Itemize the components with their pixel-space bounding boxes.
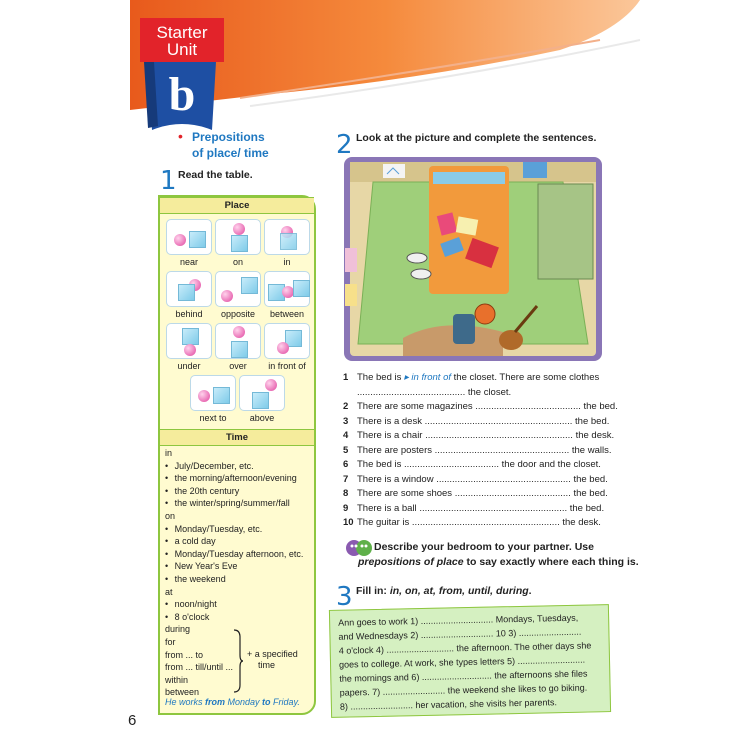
- section1-number: 1: [160, 166, 177, 196]
- time-line: • a cold day: [165, 536, 216, 547]
- time-line: • noon/night: [165, 599, 217, 610]
- time-line: • the 20th century: [165, 485, 240, 496]
- sentence-text: There is a window ......................…: [357, 473, 608, 485]
- time-example: He works from Monday to Friday.: [165, 697, 300, 707]
- sentence-number: 4: [343, 430, 349, 441]
- unit-letter: b: [168, 68, 196, 121]
- time-line: from ... till/until ...: [165, 662, 234, 673]
- sentence-text: There is a chair .......................…: [357, 430, 615, 441]
- section1-instruction: Read the table.: [178, 169, 253, 181]
- time-line: from ... to: [165, 649, 204, 660]
- sentence-text: There are posters ......................…: [357, 444, 612, 456]
- sentence-text: The guitar is ..........................…: [357, 517, 601, 528]
- topic-line2: of place/ time: [192, 146, 269, 160]
- place-image-over: [215, 323, 261, 359]
- sentence-text: There is a ball ........................…: [357, 502, 605, 514]
- place-image-in: [264, 219, 310, 255]
- sentence-number: 3: [343, 415, 349, 427]
- section2-instruction: Look at the picture and complete the sen…: [356, 132, 597, 144]
- sentence-number: 10: [343, 517, 354, 528]
- sentence-number: 8: [343, 488, 349, 499]
- unit-label-line2: Unit: [166, 40, 198, 59]
- bedroom-picture: [344, 157, 602, 361]
- unit-badge: Starter Unit b: [140, 18, 224, 130]
- topic-line1: Prepositions: [192, 130, 265, 144]
- section3-instruction: Fill in: in, on, at, from, until, during…: [356, 585, 532, 597]
- time-line: • July/December, etc.: [165, 460, 254, 471]
- place-label-under: under: [177, 361, 201, 371]
- unit-label-line1: Starter: [156, 23, 208, 42]
- place-image-above: [239, 375, 285, 411]
- time-line: • the morning/afternoon/evening: [165, 473, 297, 484]
- place-image-on: [215, 219, 261, 255]
- place-label-opposite: opposite: [220, 309, 256, 319]
- time-line: • the winter/spring/summer/fall: [165, 498, 290, 509]
- place-label-next-to: next to: [199, 413, 227, 423]
- time-line: in: [165, 448, 173, 458]
- place-label-in: in: [283, 257, 291, 267]
- place-label-near: near: [179, 257, 198, 267]
- time-line: on: [165, 511, 176, 521]
- fill-in-box: Ann goes to work 1) ....................…: [328, 604, 612, 718]
- specified-note-line1: + a specified: [247, 649, 298, 659]
- fill-in-line: 8) ......................... her vacatio…: [339, 697, 558, 712]
- time-line: during: [165, 624, 191, 635]
- specified-note-line2: time: [258, 660, 276, 670]
- sentence-text: The bed is ▸ in front of the closet. The…: [357, 372, 600, 383]
- place-label-in-front-of: in front of: [268, 361, 306, 371]
- time-line: • Monday/Tuesday, etc.: [165, 523, 263, 534]
- header-swoosh: [130, 0, 641, 110]
- place-image-between: [264, 271, 310, 307]
- time-line: • the weekend: [165, 574, 226, 584]
- speaking-line2: prepositions of place to say exactly whe…: [358, 556, 639, 568]
- time-line: within: [165, 674, 189, 685]
- sentence-number: 9: [343, 502, 349, 514]
- place-label-on: on: [232, 257, 243, 267]
- section2-number: 2: [336, 130, 353, 160]
- sentence-text: There is a desk ........................…: [357, 415, 610, 427]
- time-line: at: [165, 586, 173, 597]
- place-label-above: above: [249, 413, 275, 423]
- page-number: 6: [128, 712, 137, 729]
- place-label-over: over: [229, 361, 247, 371]
- section3-number: 3: [336, 582, 353, 612]
- place-label-behind: behind: [175, 309, 203, 319]
- sentence-number: 5: [343, 444, 349, 456]
- time-line: between: [165, 687, 200, 698]
- brace-icon: [233, 629, 244, 693]
- prepositions-table: Place near on in behind opposite between…: [158, 195, 316, 715]
- sentence-text: There are some magazines ...............…: [357, 401, 618, 412]
- time-line: • 8 o'clock: [165, 611, 210, 622]
- time-line: • New Year's Eve: [165, 561, 238, 572]
- place-image-in-front-of: [264, 323, 310, 359]
- speaking-line1: Describe your bedroom to your partner. U…: [374, 541, 594, 553]
- place-image-under: [166, 323, 212, 359]
- place-image-next-to: [190, 375, 236, 411]
- sentence-number: 7: [343, 473, 349, 485]
- topic-bullet: •: [178, 128, 183, 144]
- time-header: Time: [160, 429, 314, 446]
- place-image-behind: [166, 271, 212, 307]
- sentence-number: 1: [343, 372, 349, 383]
- time-line: • Monday/Tuesday afternoon, etc.: [165, 548, 304, 559]
- time-line: for: [165, 637, 176, 647]
- sentence-text: The bed is .............................…: [357, 459, 601, 470]
- place-label-between: between: [269, 309, 305, 319]
- place-image-near: [166, 219, 212, 255]
- sentence-text: ........................................…: [357, 386, 512, 398]
- sentence-number: 2: [343, 401, 349, 412]
- speaking-pair-icon: [346, 540, 372, 556]
- sentence-text: There are some shoes ...................…: [357, 488, 608, 499]
- sentence-number: 6: [343, 459, 349, 470]
- place-header: Place: [160, 197, 314, 214]
- place-image-opposite: [215, 271, 261, 307]
